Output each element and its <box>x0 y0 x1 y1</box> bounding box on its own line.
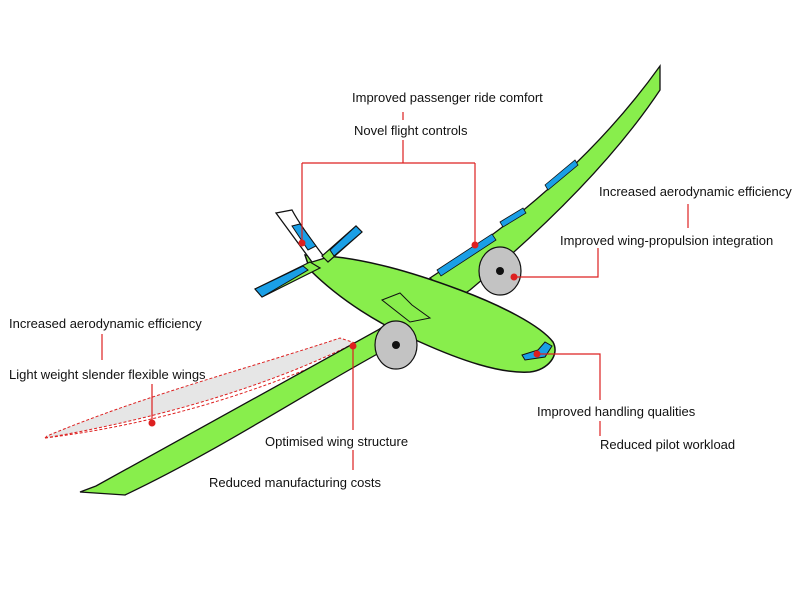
dot-flex-wing <box>148 419 156 427</box>
dot-wing-structure <box>349 342 357 350</box>
label-wing-propulsion-integration: Improved wing-propulsion integration <box>560 233 774 248</box>
wing-root-fairing <box>381 292 432 323</box>
label-passenger-ride-comfort: Improved passenger ride comfort <box>352 90 543 105</box>
dot-tail <box>298 239 306 247</box>
engine-right-hub <box>496 267 504 275</box>
label-novel-flight-controls: Novel flight controls <box>354 123 468 138</box>
dot-wing-controls <box>471 241 479 249</box>
engine-left-hub <box>392 341 400 349</box>
leader-novel-flight-controls <box>301 140 476 245</box>
elevator-right <box>329 225 363 257</box>
label-light-weight-wings: Light weight slender flexible wings <box>9 367 206 382</box>
label-aero-efficiency-left: Increased aerodynamic efficiency <box>9 316 202 331</box>
leader-wing-propulsion <box>514 248 599 278</box>
aileron-mid <box>499 207 527 228</box>
label-optimised-wing-structure: Optimised wing structure <box>265 434 409 449</box>
label-reduced-manufacturing-costs: Reduced manufacturing costs <box>209 475 381 490</box>
leader-handling-qualities <box>537 353 601 400</box>
flexible-wing-envelope <box>43 337 357 439</box>
aileron-outer <box>544 159 579 191</box>
elevator-left <box>254 265 309 298</box>
label-aero-efficiency-right: Increased aerodynamic efficiency <box>599 184 792 199</box>
label-reduced-pilot-workload: Reduced pilot workload <box>600 437 736 452</box>
dot-engine-right <box>510 273 518 281</box>
dot-cockpit <box>533 350 541 358</box>
label-improved-handling-qualities: Improved handling qualities <box>537 404 696 419</box>
